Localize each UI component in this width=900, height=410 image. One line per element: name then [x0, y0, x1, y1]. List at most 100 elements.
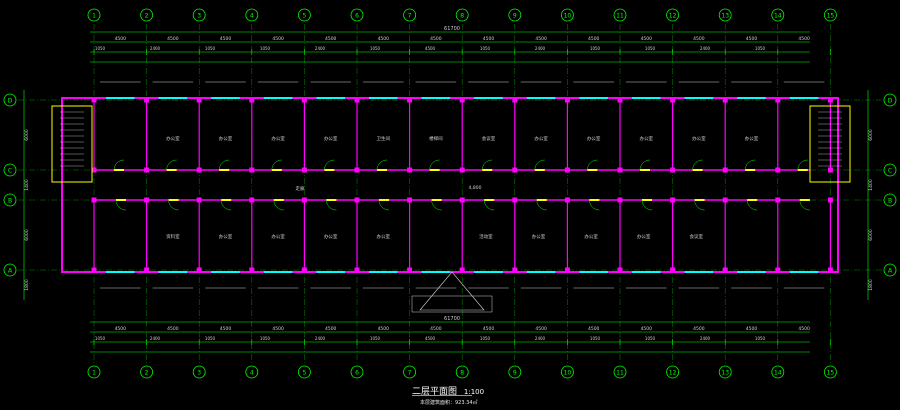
structural-column: [722, 167, 728, 173]
door-swing: [220, 199, 232, 211]
room-label: 办公室: [692, 135, 706, 142]
door-swing: [166, 159, 177, 171]
dimension-segment: 4500: [425, 46, 436, 51]
structural-column: [827, 267, 833, 273]
dimension-bay: 4500: [746, 36, 758, 42]
axis-bubble: [350, 365, 364, 379]
structural-column: [617, 97, 623, 103]
structural-column: [670, 167, 676, 173]
room-label: 办公室: [640, 135, 654, 142]
room-label: 办公室: [584, 233, 598, 240]
axis-bubble-label: 14: [774, 13, 782, 20]
room-label: 卫生间: [377, 135, 391, 142]
door-swing: [694, 199, 705, 211]
axis-bubble: [883, 193, 897, 207]
structural-column: [827, 197, 833, 203]
dimension-segment: 2400: [315, 46, 326, 51]
axis-bubble: [87, 365, 101, 379]
axis-bubble-label: 15: [827, 13, 835, 20]
axis-bubble: [3, 93, 17, 107]
structural-column: [196, 197, 202, 203]
structural-column: [670, 267, 676, 273]
entrance-platform: [411, 295, 493, 313]
dimension-segment: 1050: [590, 46, 601, 51]
structural-column: [775, 97, 781, 103]
structural-column: [512, 167, 518, 173]
axis-bubble-label: 8: [460, 13, 464, 20]
dimension-segment: 1050: [645, 336, 656, 341]
axis-bubble: [350, 8, 364, 22]
structural-column: [301, 167, 307, 173]
dimension-bay: 4500: [220, 36, 232, 42]
axis-bubble: [508, 365, 522, 379]
dimension-segment: 1050: [260, 46, 271, 51]
axis-bubble-label: 11: [616, 370, 624, 377]
room-label: 办公室: [219, 135, 233, 142]
door-swing: [168, 199, 179, 211]
room-label: 办公室: [532, 233, 546, 240]
corridor-label: 走廊: [296, 185, 305, 192]
axis-bubble-label: 8: [460, 370, 464, 377]
axis-bubble-label: 6: [355, 13, 359, 20]
door-swing: [797, 159, 808, 171]
dimension-overall: 61700: [444, 316, 460, 322]
dimension-segment: 2400: [150, 46, 161, 51]
structural-column: [564, 97, 570, 103]
structural-column: [249, 97, 255, 103]
axis-bubble-label: 4: [250, 13, 254, 20]
room-label: 办公室: [534, 135, 548, 142]
door-swing: [324, 159, 335, 171]
structural-column: [91, 97, 97, 103]
plan-title: 二层平面图 1:100: [412, 384, 484, 397]
door-swing: [589, 199, 600, 211]
axis-bubble: [297, 365, 311, 379]
axis-bubble: [455, 8, 469, 22]
structural-column: [144, 197, 150, 203]
dimension-bay: 4500: [325, 326, 337, 332]
structural-column: [144, 167, 150, 173]
axis-bubble-label: 2: [145, 370, 149, 377]
structural-column: [459, 267, 465, 273]
structural-column: [354, 267, 360, 273]
axis-bubble: [3, 163, 17, 177]
axis-bubble: [883, 93, 897, 107]
structural-column: [775, 267, 781, 273]
dimension-segment: 1050: [645, 46, 656, 51]
axis-bubble-label: C: [888, 168, 892, 175]
room-label: 会议室: [690, 233, 704, 240]
room-label: 活动室: [479, 233, 493, 240]
dimension-side-value: 6000: [868, 129, 874, 141]
door-swing: [218, 159, 230, 171]
axis-bubble-label: 3: [197, 370, 201, 377]
dimension-bay: 4500: [272, 326, 284, 332]
room-label: 办公室: [637, 233, 651, 240]
axis-bubble: [824, 365, 837, 379]
door-swing: [587, 159, 598, 171]
outer-wall: [61, 97, 839, 273]
axis-bubble: [613, 8, 627, 22]
structural-column: [459, 97, 465, 103]
dimension-overall: 61700: [444, 26, 460, 32]
structural-column: [827, 97, 833, 103]
axis-bubble-label: 12: [669, 370, 677, 377]
structural-column: [722, 97, 728, 103]
structural-column: [407, 197, 413, 203]
door-swing: [534, 159, 545, 171]
dimension-segment: 1050: [590, 336, 601, 341]
door-swing: [692, 159, 703, 171]
dimension-segment: 2400: [700, 336, 711, 341]
room-label: 办公室: [324, 135, 338, 142]
axis-bubble-label: D: [888, 98, 893, 105]
structural-column: [512, 267, 518, 273]
axis-bubble: [87, 8, 101, 22]
dimension-segment: 1050: [370, 46, 381, 51]
dimension-segment: 4500: [425, 336, 436, 341]
room-label: 资料室: [166, 233, 180, 240]
axis-bubble: [718, 8, 732, 22]
structural-column: [617, 267, 623, 273]
structural-column: [301, 267, 307, 273]
axis-bubble-label: 4: [250, 370, 254, 377]
axis-bubble: [245, 365, 259, 379]
